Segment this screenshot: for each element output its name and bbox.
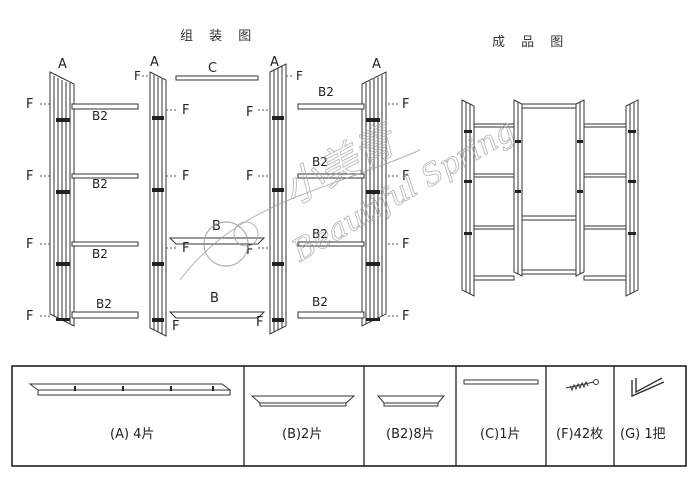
right-b2-shelves xyxy=(297,103,365,319)
label-f-7: F xyxy=(182,169,189,184)
label-f-10: F xyxy=(296,69,303,83)
assembly-title: 组 装 图 xyxy=(180,29,257,44)
label-f-14: F xyxy=(256,315,263,330)
part-b2-illustration xyxy=(376,395,446,407)
label-f-15: F xyxy=(402,97,409,112)
label-b1: B xyxy=(212,219,221,234)
allen-key-icon xyxy=(631,377,665,398)
label-f-9: F xyxy=(172,319,179,334)
label-f-2: F xyxy=(26,169,33,184)
label-f-16: F xyxy=(402,169,409,184)
part-a-illustration xyxy=(28,383,232,396)
label-a3: A xyxy=(270,55,279,70)
label-b2: B xyxy=(210,291,219,306)
parts-table: (A) 4片 (B)2片 (B2)8片 (C)1片 (F)42枚 (G) 1把 xyxy=(11,365,687,467)
label-a1: A xyxy=(58,57,67,72)
label-a4: A xyxy=(372,57,381,72)
label-f-5: F xyxy=(134,69,141,83)
label-f-18: F xyxy=(402,309,409,324)
part-c-label: (C)1片 xyxy=(480,427,521,442)
label-b2-r2: B2 xyxy=(312,155,328,169)
top-board-c xyxy=(175,75,259,81)
label-b2-r3: B2 xyxy=(312,227,328,241)
part-b2-label: (B2)8片 xyxy=(386,427,435,442)
label-f-11: F xyxy=(246,105,253,120)
finished-drawing xyxy=(461,99,639,297)
label-c: C xyxy=(208,61,217,76)
label-b2-r1: B2 xyxy=(318,85,334,99)
assembly-drawing xyxy=(40,63,398,337)
side-panel-a2 xyxy=(149,71,167,337)
part-a-label: (A) 4片 xyxy=(110,427,154,442)
label-f-4: F xyxy=(26,309,33,324)
label-f-3: F xyxy=(26,237,33,252)
part-c-illustration xyxy=(463,379,539,385)
side-panel-a1 xyxy=(49,71,75,327)
part-b-label: (B)2片 xyxy=(282,427,322,442)
finished-title: 成 品 图 xyxy=(492,35,569,50)
label-f-12: F xyxy=(246,169,253,184)
label-f-17: F xyxy=(402,237,409,252)
label-a2: A xyxy=(150,55,159,70)
label-b2-l4: B2 xyxy=(96,297,112,311)
label-f-1: F xyxy=(26,97,33,112)
label-b2-r4: B2 xyxy=(312,295,328,309)
label-b2-l2: B2 xyxy=(92,177,108,191)
screw-icon xyxy=(565,379,599,392)
label-f-8: F xyxy=(182,241,189,256)
part-f-label: (F)42枚 xyxy=(556,427,603,442)
assembly-labels: A A A A C B2 B2 B2 B2 B2 B2 B2 B2 B B F … xyxy=(26,55,409,334)
label-b2-l3: B2 xyxy=(92,247,108,261)
label-b2-l1: B2 xyxy=(92,109,108,123)
side-panel-a3 xyxy=(269,63,287,335)
screw-leaders xyxy=(40,75,398,317)
label-f-13: F xyxy=(246,243,253,258)
left-b2-shelves xyxy=(71,103,139,319)
part-b-illustration xyxy=(250,395,356,407)
label-f-6: F xyxy=(182,103,189,118)
part-g-label: (G) 1把 xyxy=(620,427,666,442)
